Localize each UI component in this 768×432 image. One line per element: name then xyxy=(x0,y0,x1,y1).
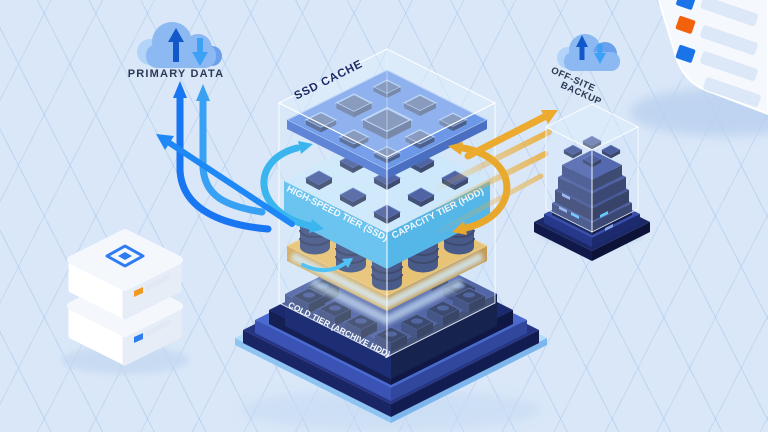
backup-glass-enclosure xyxy=(544,103,640,233)
appliance-unit-top xyxy=(67,229,183,320)
server-lights xyxy=(559,193,613,231)
list-bar xyxy=(703,77,761,107)
status-led-blue xyxy=(134,333,143,343)
vendor-logo-icon xyxy=(105,244,145,268)
primary-data-label: PRIMARY DATA xyxy=(128,68,225,80)
list-bar xyxy=(700,25,758,55)
list-bullet-blue xyxy=(676,0,696,10)
offsite-backup-cloud: OFF-SITE BACKUP xyxy=(549,34,620,108)
panel-rows xyxy=(675,0,761,107)
ssd-cache-plate xyxy=(285,69,489,179)
status-led-orange xyxy=(134,287,143,297)
checklist-panel xyxy=(630,0,768,136)
small-promote-arrow xyxy=(301,258,353,273)
storage-tier-tower: COLD TIER (ARCHIVE HDD) xyxy=(235,48,547,430)
list-bar xyxy=(700,51,758,81)
tiering-loop-arrow-left xyxy=(260,141,324,233)
tiering-loop-arrow-right xyxy=(448,142,511,235)
backup-server-stack xyxy=(552,135,632,235)
backup-flow-arrows xyxy=(425,110,558,238)
primary-data-cloud: PRIMARY DATA xyxy=(128,22,225,80)
drive-slot xyxy=(146,273,170,291)
list-bar xyxy=(700,0,759,27)
list-bullet-orange xyxy=(675,15,696,34)
storage-appliance-stack xyxy=(61,229,189,374)
drive-slot xyxy=(146,319,170,337)
primary-data-flow-arrows xyxy=(156,81,295,233)
list-bullet-blue xyxy=(675,44,696,63)
backup-tower xyxy=(534,103,650,261)
